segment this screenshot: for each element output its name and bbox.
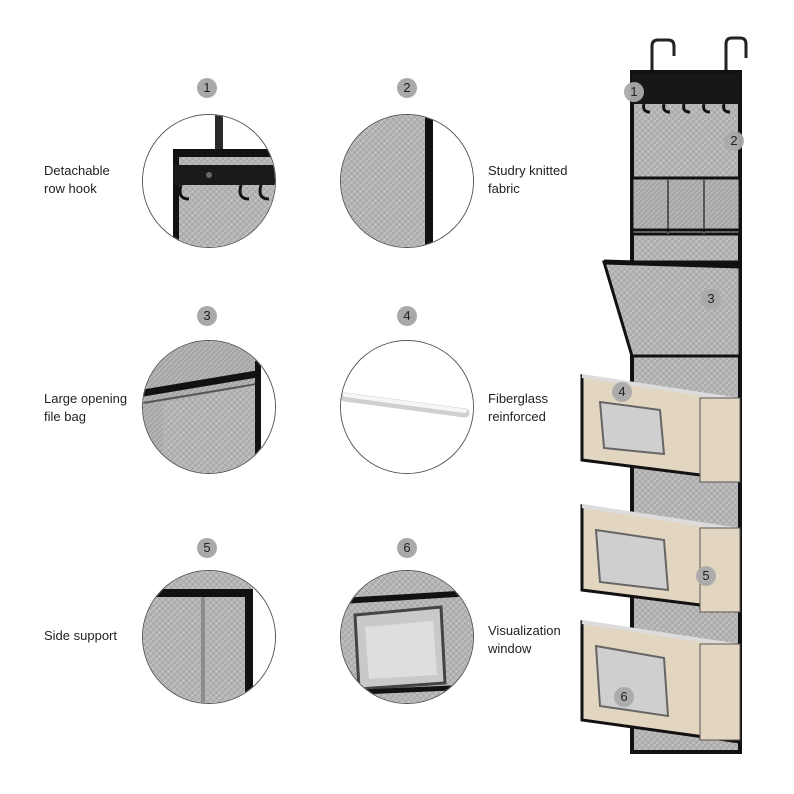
feature-5-badge: 5 xyxy=(197,538,217,558)
feature-4-caption: Fiberglass reinforced xyxy=(488,391,548,424)
door-organizer-image: 1 2 3 4 5 6 xyxy=(560,30,770,770)
organizer-callout-1: 1 xyxy=(624,82,644,102)
visualization-window-detail-image xyxy=(340,570,474,704)
feature-3-caption: Large opening file bag xyxy=(44,391,128,424)
organizer-callout-3: 3 xyxy=(701,289,721,309)
fiberglass-rod-detail-image xyxy=(340,340,474,474)
side-support-detail-image xyxy=(142,570,276,704)
organizer-callout-5: 5 xyxy=(696,566,716,586)
organizer-callout-2: 2 xyxy=(724,131,744,151)
detachable-hook-detail-image xyxy=(142,114,276,248)
feature-3-badge: 3 xyxy=(197,306,217,326)
file-bag-detail-image xyxy=(142,340,276,474)
feature-4-badge: 4 xyxy=(397,306,417,326)
feature-1-badge: 1 xyxy=(197,78,217,98)
organizer-callout-6: 6 xyxy=(614,687,634,707)
feature-5-caption: Side support xyxy=(44,628,117,643)
feature-2-caption: Studry knitted fabric xyxy=(488,163,568,196)
feature-6-badge: 6 xyxy=(397,538,417,558)
feature-1-caption: Detachable row hook xyxy=(44,163,110,196)
knitted-fabric-detail-image xyxy=(340,114,474,248)
feature-2-badge: 2 xyxy=(397,78,417,98)
organizer-callout-4: 4 xyxy=(612,382,632,402)
feature-6-caption: Visualization window xyxy=(488,623,561,656)
